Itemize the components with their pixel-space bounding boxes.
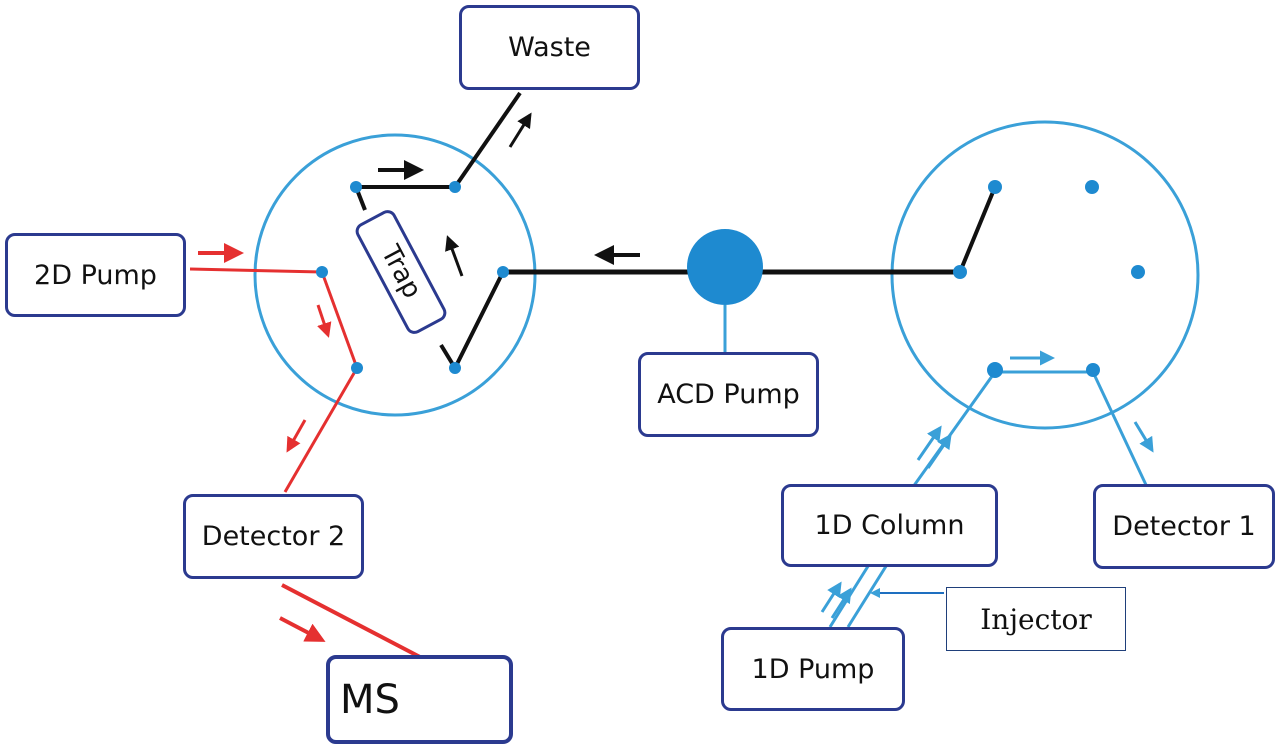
left-valve-circle <box>253 133 537 417</box>
blue-line-to-detector1 <box>1091 371 1149 488</box>
valve-port <box>987 362 1003 378</box>
flow-arrow-waste <box>508 112 532 148</box>
red-line-to-ms <box>281 583 421 659</box>
pump-2d-box: 2D Pump <box>5 233 186 317</box>
blue-arrow-column-a <box>916 425 942 461</box>
red-arrow-detector2 <box>286 419 307 453</box>
valve-port <box>953 265 967 279</box>
blue-line-from-column <box>911 371 997 488</box>
valve-port <box>1131 265 1145 279</box>
blue-line-pump-to-column-a <box>828 562 872 628</box>
blue-arrow-pump-a <box>820 581 842 613</box>
acd-junction-node <box>687 229 763 305</box>
red-line-2d-pump <box>189 267 323 274</box>
red-arrow-valve <box>316 304 332 338</box>
valve-port <box>988 180 1002 194</box>
red-line-valve-b <box>283 367 359 493</box>
black-line-to-waste <box>453 91 522 189</box>
black-line-to-right-port <box>453 271 505 369</box>
valve-port <box>449 362 461 374</box>
detector-2-box: Detector 2 <box>183 494 364 579</box>
red-line-valve-a <box>320 271 359 369</box>
flow-arrow-trap <box>445 235 464 277</box>
valve-port <box>1086 363 1100 377</box>
blue-line-pump-to-column-b <box>846 562 890 628</box>
valve-port <box>316 266 328 278</box>
pump-1d-box: 1D Pump <box>721 627 905 711</box>
injector-label: Injector <box>946 587 1126 651</box>
ms-box: MS <box>326 655 513 744</box>
acd-pump-box: ACD Pump <box>638 352 819 437</box>
blue-arrow-detector1 <box>1133 421 1154 453</box>
black-line-right-valve <box>958 186 997 273</box>
blue-arrow-column-b <box>926 433 952 469</box>
column-1d-box: 1D Column <box>781 484 998 567</box>
valve-port <box>350 181 362 193</box>
valve-port <box>351 362 363 374</box>
valve-port <box>1085 180 1099 194</box>
waste-box: Waste <box>459 5 640 90</box>
detector-1-box: Detector 1 <box>1093 484 1275 569</box>
blue-arrow-pump-b <box>830 587 852 619</box>
valve-port <box>449 181 461 193</box>
valve-port <box>497 266 509 278</box>
right-valve-circle <box>890 120 1200 430</box>
red-arrow-ms <box>279 616 326 642</box>
